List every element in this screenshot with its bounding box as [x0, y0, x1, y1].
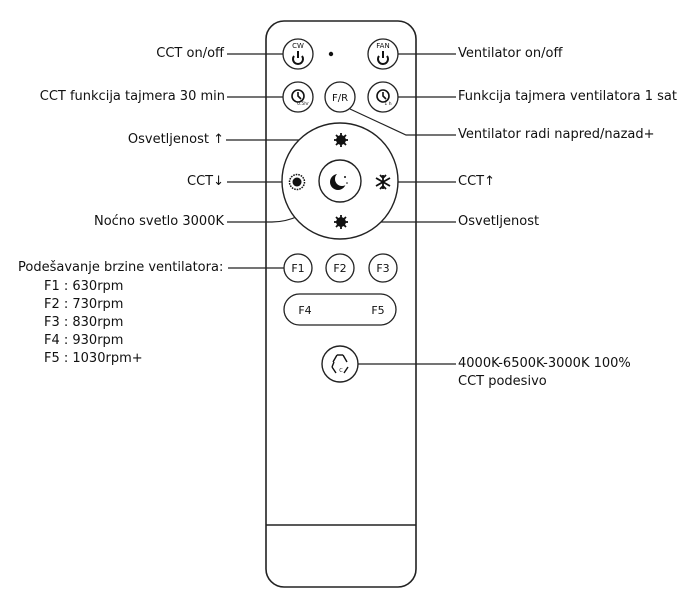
- cct-cycle-button[interactable]: C: [321, 345, 359, 383]
- brightness-up-button[interactable]: [334, 133, 348, 147]
- label-cct-cycle-line2: CCT podesivo: [458, 374, 547, 389]
- label-fan-onoff: Ventilator on/off: [458, 46, 563, 61]
- f1-button[interactable]: F1: [283, 253, 313, 283]
- f4-label: F4: [298, 304, 311, 317]
- cw-label: CW: [292, 42, 304, 50]
- fr-label: F/R: [332, 93, 348, 104]
- f2-label: F2: [333, 262, 346, 275]
- moon-icon: [330, 172, 349, 190]
- fan-speed-item: F1 : 630rpm: [44, 279, 124, 294]
- fan-speed-item: F5 : 1030rpm+: [44, 351, 143, 366]
- label-cct-up: CCT↑: [458, 174, 495, 189]
- snowflake-icon: [375, 174, 391, 190]
- cycle-sub-label: C: [339, 368, 343, 374]
- label-cct-onoff: CCT on/off: [156, 46, 224, 61]
- f3-label: F3: [376, 262, 389, 275]
- label-brightness-down: Osvetljenost: [458, 214, 540, 229]
- label-fan-direction: Ventilator radi napred/nazad+: [458, 127, 655, 142]
- fan-speed-item: F2 : 730rpm: [44, 297, 124, 312]
- label-night-light: Noćno svetlo 3000K: [93, 214, 224, 229]
- cct-up-button[interactable]: [375, 174, 391, 190]
- cw-power-button[interactable]: CW: [282, 38, 314, 70]
- timer-icon: [376, 89, 390, 103]
- sun-bold-icon: [334, 133, 348, 147]
- label-fan-timer: Funkcija tajmera ventilatora 1 sat: [458, 89, 677, 104]
- fan-direction-button[interactable]: F/R: [324, 81, 356, 113]
- cct-timer-button[interactable]: 0.5hr: [282, 81, 314, 113]
- fan-speed-list: F1 : 630rpm F2 : 730rpm F3 : 830rpm F4 :…: [44, 278, 143, 368]
- label-brightness-up: Osvetljenost ↑: [127, 132, 224, 147]
- timer-sub-label: 1 h: [384, 101, 391, 107]
- power-icon: [292, 51, 304, 65]
- f5-label: F5: [371, 304, 384, 317]
- label-cct-cycle-line1: 4000K-6500K-3000K 100%: [458, 356, 631, 371]
- f4-f5-pill-button[interactable]: F4 F5: [283, 293, 397, 326]
- recycle-icon: [331, 354, 349, 374]
- label-cct-timer: CCT funkcija tajmera 30 min: [39, 89, 225, 104]
- fan-timer-button[interactable]: 1 h: [367, 81, 399, 113]
- timer-icon: [291, 89, 305, 103]
- label-cct-down: CCT↓: [187, 174, 224, 189]
- indicator-dot: [328, 51, 334, 57]
- fan-power-button[interactable]: FAN: [367, 38, 399, 70]
- fan-speed-item: F3 : 830rpm: [44, 315, 124, 330]
- power-icon: [377, 51, 389, 65]
- f3-button[interactable]: F3: [368, 253, 398, 283]
- fan-label: FAN: [376, 42, 389, 50]
- f2-button[interactable]: F2: [325, 253, 355, 283]
- warm-sun-icon: [288, 173, 306, 191]
- brightness-down-button[interactable]: [334, 215, 348, 229]
- timer-sub-label: 0.5hr: [297, 101, 309, 107]
- leader-fan-direction: [349, 108, 456, 136]
- cct-down-button[interactable]: [288, 173, 306, 191]
- label-fan-speed-title: Podešavanje brzine ventilatora:: [18, 260, 224, 275]
- sun-bold-icon: [334, 215, 348, 229]
- f1-label: F1: [291, 262, 304, 275]
- fan-speed-item: F4 : 930rpm: [44, 333, 124, 348]
